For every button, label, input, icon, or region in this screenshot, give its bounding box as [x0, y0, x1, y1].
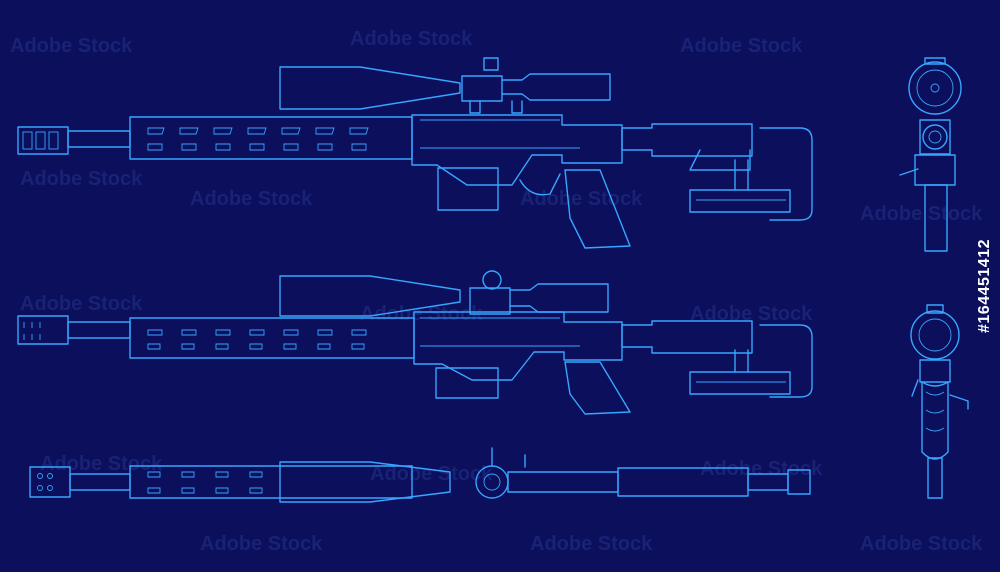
scope-knobs [491, 447, 526, 468]
scope-front-lens [910, 310, 960, 360]
watermark-text: Adobe Stock [360, 303, 483, 325]
watermark-text: Adobe Stock [700, 458, 823, 480]
pistol-grip [564, 361, 631, 415]
magazine [437, 167, 499, 211]
scope-body [279, 461, 451, 503]
rear-view [899, 57, 962, 252]
right-side-view [17, 270, 813, 415]
left-side-view [17, 57, 813, 249]
watermark-text: Adobe Stock [530, 533, 653, 555]
stock-rear [924, 184, 948, 252]
receiver [411, 114, 623, 186]
handguard [129, 116, 413, 160]
stock [621, 320, 813, 398]
handguard [129, 465, 413, 499]
scope [279, 57, 611, 114]
watermark-text: Adobe Stock [520, 188, 643, 210]
trigger-guard [519, 173, 561, 196]
receiver [507, 471, 619, 493]
top-view [29, 447, 811, 503]
watermark-layer: Adobe Stock Adobe Stock Adobe Stock Adob… [10, 28, 983, 555]
watermark-text: Adobe Stock [190, 188, 313, 210]
stock-id-label: #164451412 [972, 0, 998, 572]
handguard-slots [147, 127, 369, 151]
watermark-text: Adobe Stock [200, 533, 323, 555]
watermark-text: Adobe Stock [20, 168, 143, 190]
handguard-slots [147, 471, 263, 494]
watermark-text: Adobe Stock [40, 453, 163, 475]
scope [279, 270, 609, 317]
stock [621, 123, 813, 221]
muzzle-brake [17, 315, 69, 345]
stock-id-text: #164451412 [976, 239, 994, 333]
muzzle-brake [17, 126, 69, 155]
barrel [67, 321, 131, 339]
watermark-text: Adobe Stock [10, 35, 133, 57]
stock-front [927, 457, 943, 499]
magazine [435, 367, 499, 399]
barrel [67, 130, 131, 148]
watermark-text: Adobe Stock [20, 293, 143, 315]
watermark-text: Adobe Stock [350, 28, 473, 50]
stock [617, 467, 749, 497]
watermark-text: Adobe Stock [680, 35, 803, 57]
pistol-grip [564, 169, 631, 249]
handguard-slots [147, 329, 367, 350]
scope-rear-lens [908, 61, 962, 115]
watermark-text: Adobe Stock [860, 203, 983, 225]
handguard-front [921, 381, 949, 460]
receiver [413, 311, 623, 381]
front-view [910, 304, 969, 499]
watermark-text: Adobe Stock [690, 303, 813, 325]
watermark-text: Adobe Stock [370, 463, 493, 485]
butt-pad [787, 469, 811, 495]
barrel [69, 473, 131, 491]
watermark-text: Adobe Stock [860, 533, 983, 555]
